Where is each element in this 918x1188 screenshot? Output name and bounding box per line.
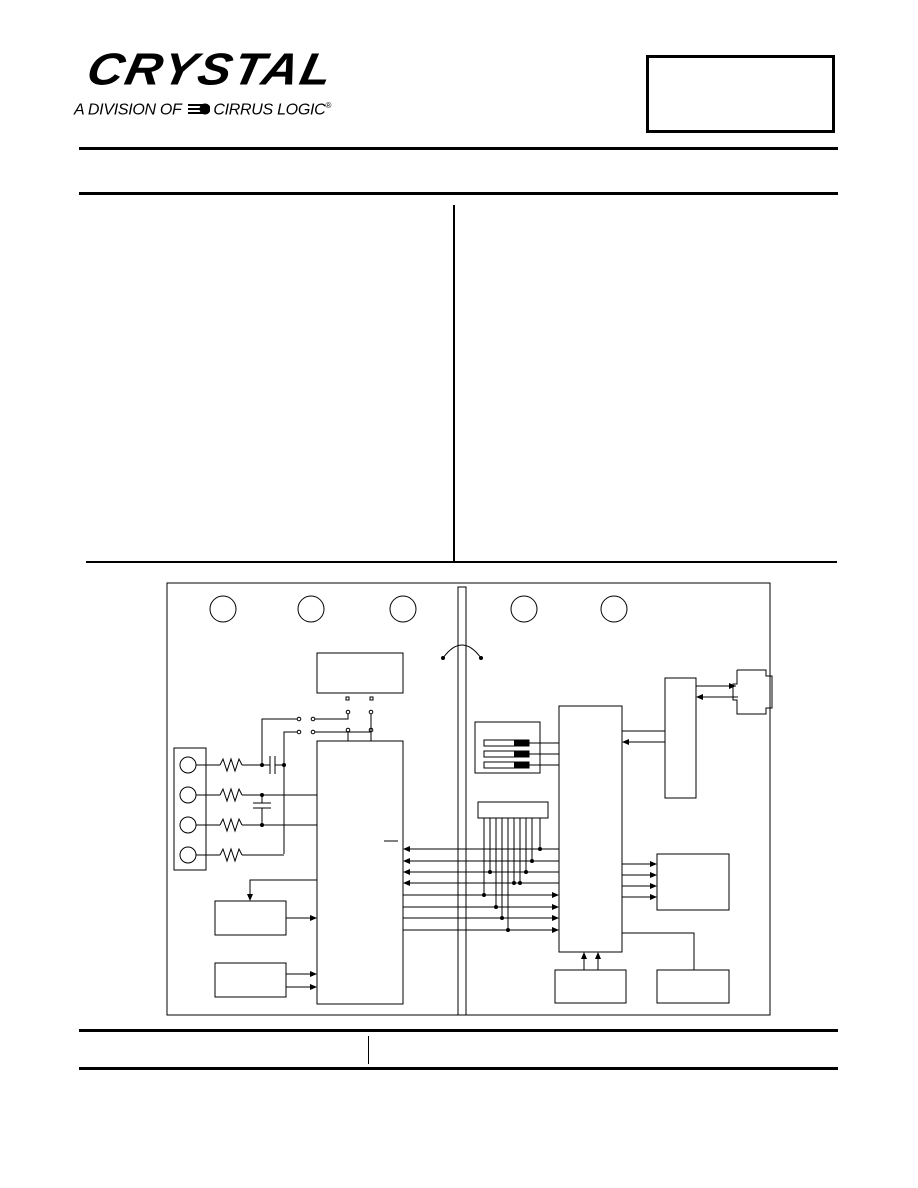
division-company: CIRRUS LOGIC (213, 101, 326, 119)
connector-circle (389, 595, 417, 623)
header-rule-top (79, 147, 838, 150)
edge-connector (732, 669, 773, 715)
left-top-block (316, 652, 404, 694)
footer-divider (368, 1036, 369, 1064)
right-main-ic (558, 705, 623, 953)
right-mid-block (656, 853, 730, 911)
header-rule-bottom (79, 192, 838, 195)
input-connector-panel (173, 747, 207, 871)
dip-switch-block (474, 721, 541, 774)
diagram-frame (166, 582, 771, 1016)
part-number-box (646, 55, 835, 133)
right-bottom-block-1 (554, 969, 627, 1004)
cirrus-logo-icon (188, 103, 211, 115)
division-prefix: A DIVISION OF (74, 101, 182, 119)
left-main-ic (316, 740, 404, 1005)
footer-rule-bottom (79, 1067, 838, 1070)
bus-header-block (477, 801, 549, 819)
board-separator (457, 586, 467, 1016)
section-rule (86, 561, 837, 563)
connector-circle (600, 595, 628, 623)
column-divider (453, 205, 455, 562)
connector-circle (209, 595, 237, 623)
right-tall-block (664, 677, 697, 799)
connector-circle (297, 595, 325, 623)
division-line: A DIVISION OF CIRRUS LOGIC® (74, 96, 331, 120)
right-bottom-block-2 (656, 969, 730, 1004)
footer-rule-top (79, 1029, 838, 1032)
trademark-mark: ® (325, 101, 331, 110)
company-logo: CRYSTAL A DIVISION OF CIRRUS LOGIC® (74, 44, 364, 122)
left-lower-block-1 (214, 900, 287, 936)
connector-circle (510, 595, 538, 623)
jumper-arc (442, 644, 482, 659)
left-lower-block-2 (214, 962, 287, 998)
